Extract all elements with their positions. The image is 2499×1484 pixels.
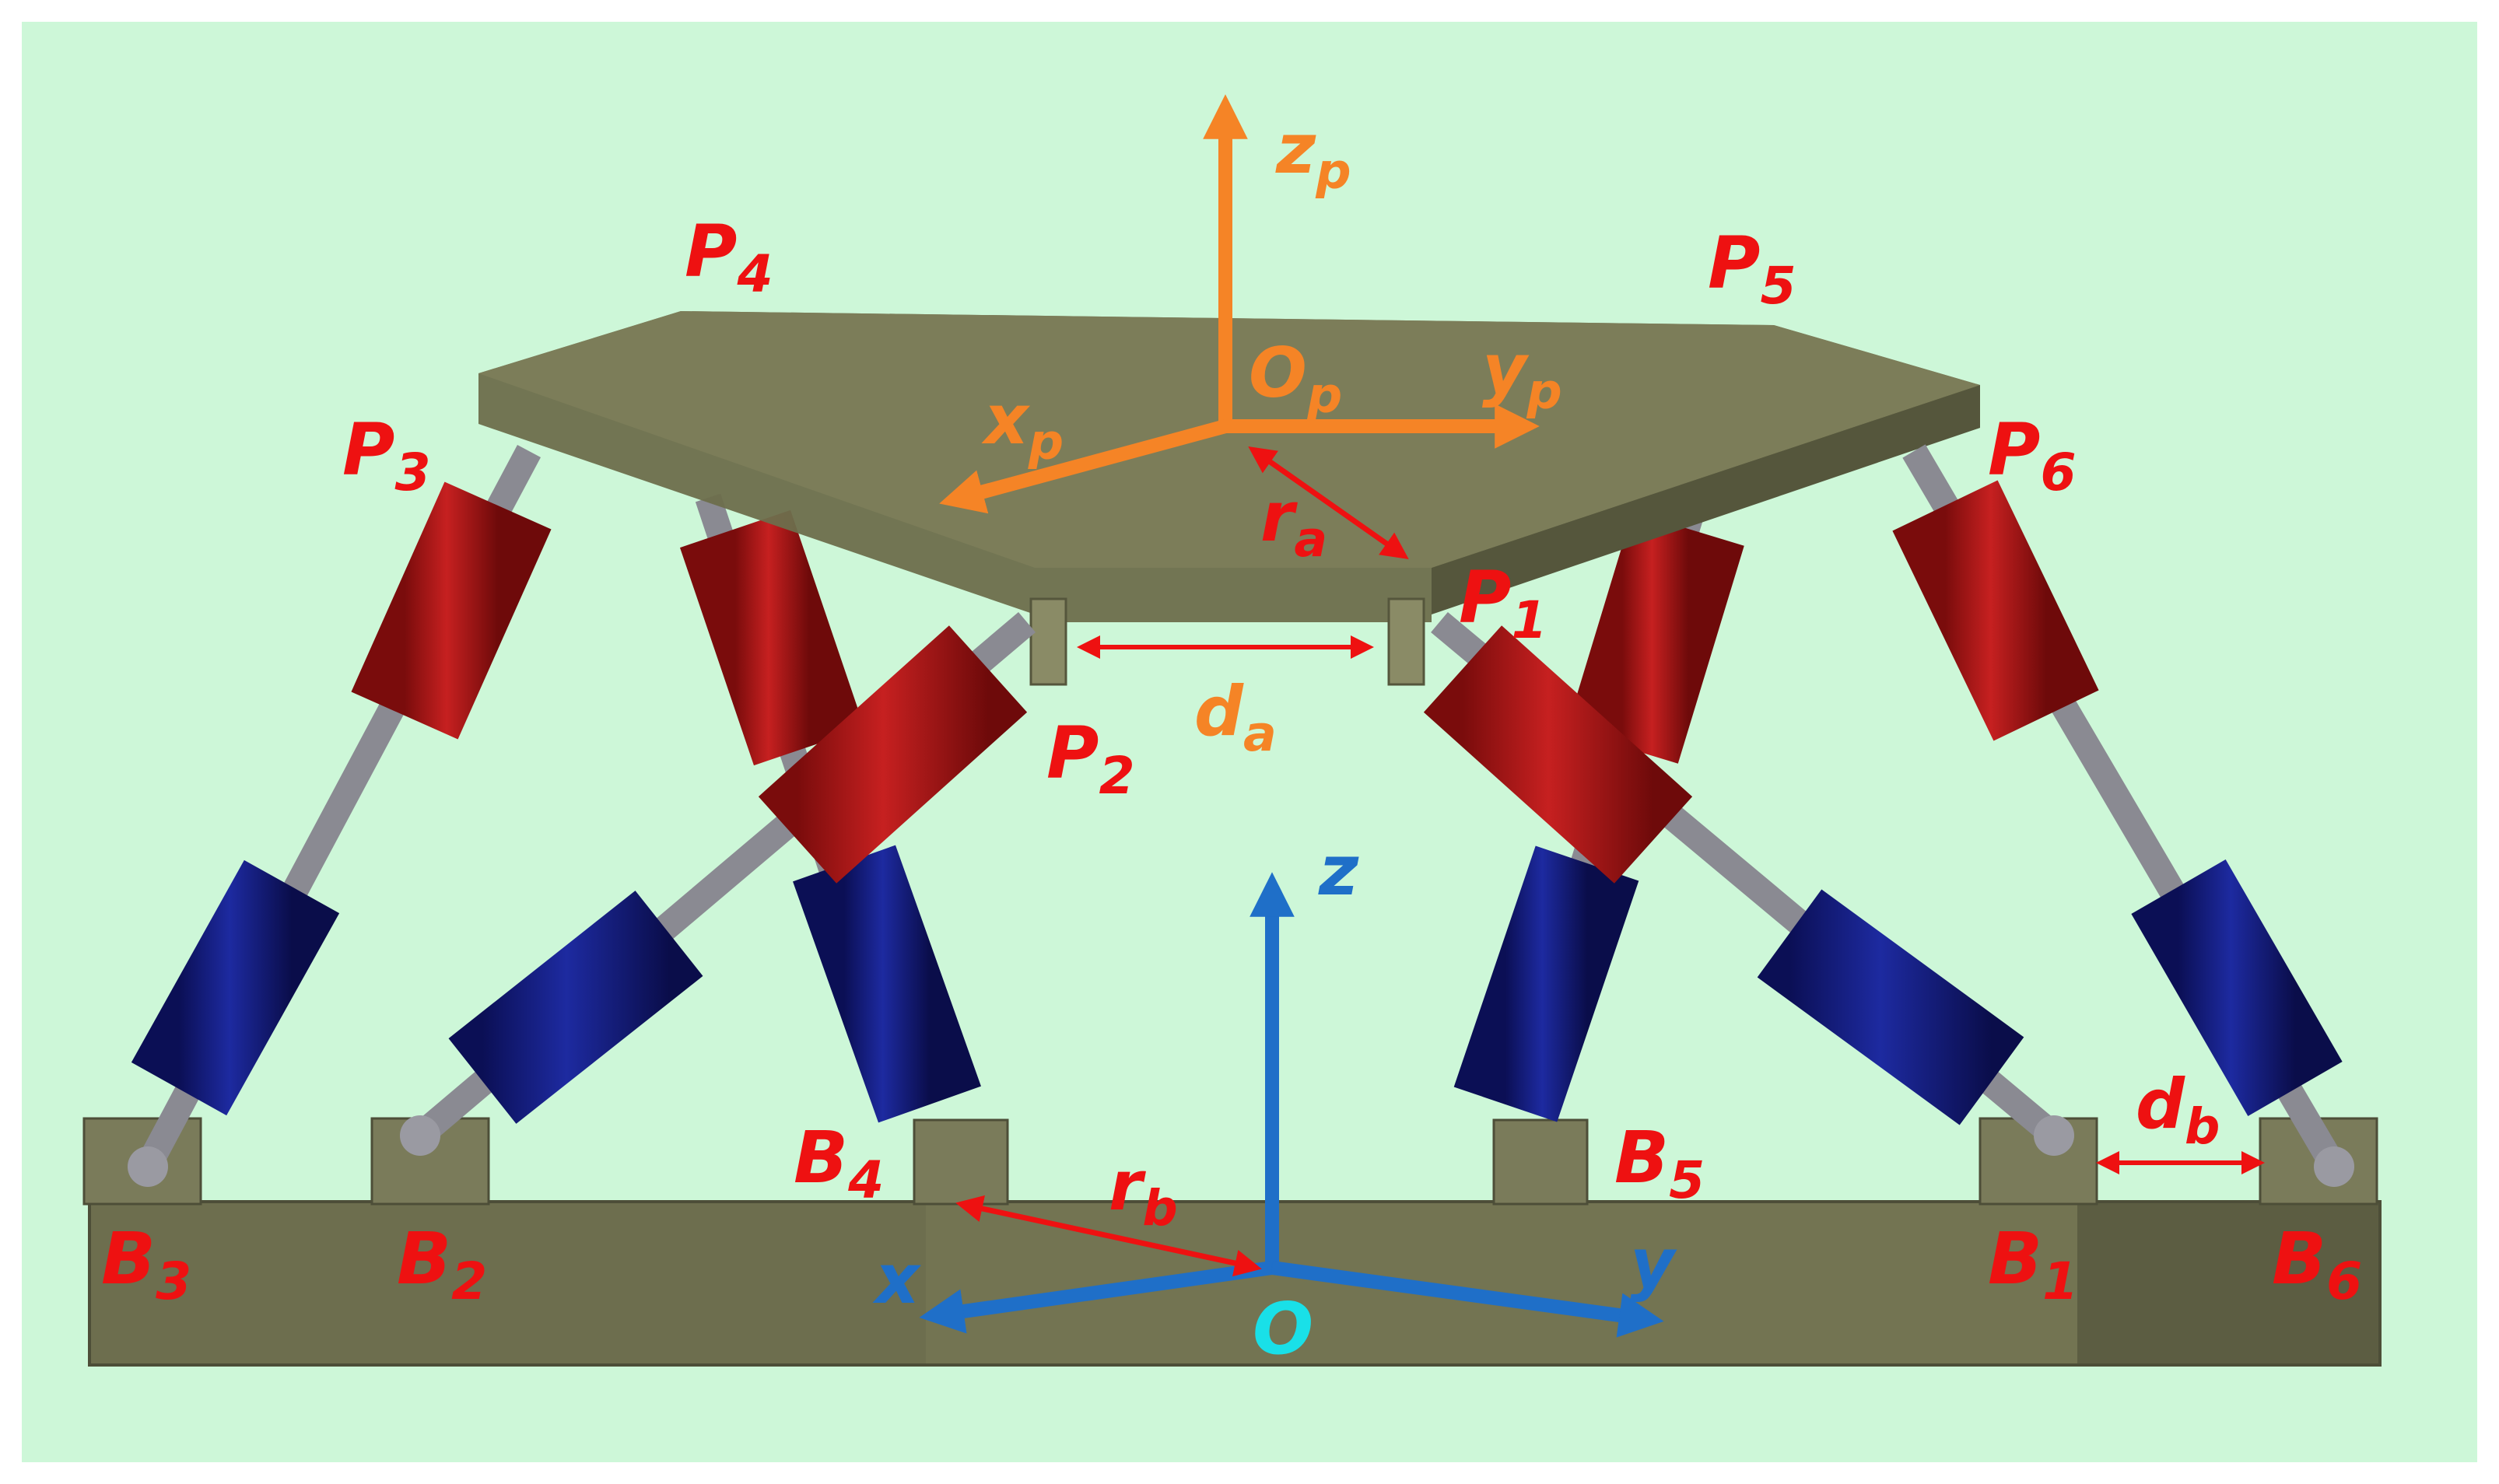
label-p2: P2 (1046, 712, 1135, 806)
leg-p6-b6 (1892, 444, 2354, 1187)
label-da: da (1194, 671, 1277, 762)
label-ra: ra (1260, 477, 1327, 568)
label-z: z (1318, 831, 1359, 911)
label-p3: P3 (342, 408, 431, 502)
label-p1: P1 (1459, 556, 1547, 650)
rb-arrow (955, 1195, 1262, 1277)
label-db: db (2136, 1064, 2220, 1155)
label-p5: P5 (1708, 222, 1796, 316)
label-b4: B4 (794, 1116, 884, 1210)
label-p4: P4 (685, 210, 773, 304)
label-b6: B6 (2272, 1217, 2362, 1311)
label-b3: B3 (101, 1217, 191, 1311)
leg-p1-b1 (1423, 611, 2074, 1156)
label-zp: zp (1275, 109, 1351, 200)
label-op: Op (1249, 333, 1342, 424)
labels: zp Op yp xp z x y O P1 P2 P3 P4 P5 P6 B1… (101, 109, 2362, 1370)
label-b1: B1 (1988, 1217, 2078, 1311)
y-axis-arrow (1271, 1261, 1664, 1338)
leg-p2-b2 (400, 612, 1036, 1156)
moving-platform (478, 311, 1980, 686)
leg-p3-b3 (128, 445, 552, 1187)
platform-axes (939, 94, 1540, 514)
label-x: x (872, 1239, 922, 1319)
label-y: y (1630, 1223, 1677, 1304)
label-b2: B2 (397, 1217, 487, 1311)
label-xp: xp (981, 380, 1064, 471)
label-yp: yp (1482, 329, 1562, 420)
label-p6: P6 (1988, 408, 2077, 502)
dimension-arrows (955, 446, 2265, 1277)
label-rb: rb (1109, 1146, 1178, 1237)
label-b5: B5 (1614, 1116, 1705, 1210)
label-origin-o: O (1253, 1287, 1313, 1370)
xp-axis-arrow (939, 419, 1228, 514)
ra-arrow (1248, 446, 1409, 560)
